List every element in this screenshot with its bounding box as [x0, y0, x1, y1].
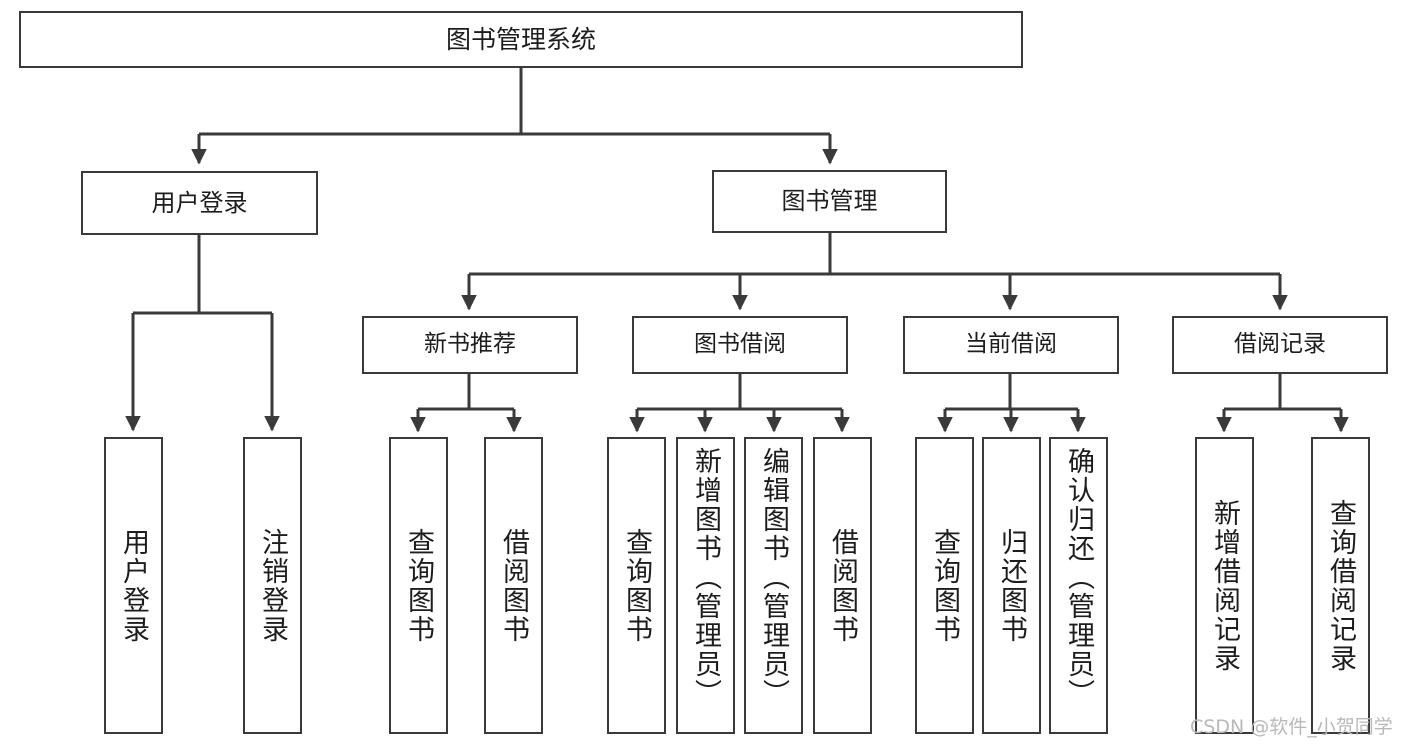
node-new-book-recommend[interactable]: 新书推荐	[362, 316, 578, 374]
leaf-borrow-query-book-label: 查询图书	[621, 527, 652, 644]
node-book-management[interactable]: 图书管理	[712, 170, 947, 233]
leaf-borrow-add-book[interactable]: 新增图书（管理员）	[676, 437, 735, 734]
leaf-borrow-add-book-label: 新增图书（管理员）	[690, 447, 721, 708]
leaf-user-logout-label: 注销登录	[257, 527, 288, 644]
leaf-borrow-edit-book[interactable]: 编辑图书（管理员）	[744, 437, 803, 734]
node-borrow-record-label: 借阅记录	[1234, 331, 1326, 358]
node-user-login-label: 用户登录	[151, 188, 248, 217]
leaf-current-return-book-label: 归还图书	[996, 527, 1027, 644]
leaf-borrow-query-book[interactable]: 查询图书	[607, 437, 666, 734]
leaf-current-confirm-return[interactable]: 确认归还（管理员）	[1049, 437, 1108, 734]
node-root[interactable]: 图书管理系统	[19, 11, 1023, 68]
leaf-borrow-borrow-book-label: 借阅图书	[827, 527, 858, 644]
node-book-borrow[interactable]: 图书借阅	[632, 316, 848, 374]
leaf-current-confirm-return-label: 确认归还（管理员）	[1063, 447, 1094, 708]
leaf-record-query[interactable]: 查询借阅记录	[1311, 437, 1370, 734]
leaf-record-add[interactable]: 新增借阅记录	[1195, 437, 1254, 734]
leaf-recommend-borrow-book-label: 借阅图书	[498, 527, 529, 644]
leaf-recommend-query-book-label: 查询图书	[403, 527, 434, 644]
leaf-record-query-label: 查询借阅记录	[1325, 498, 1356, 673]
leaf-borrow-edit-book-label: 编辑图书（管理员）	[758, 447, 789, 708]
node-root-label: 图书管理系统	[445, 24, 596, 54]
node-current-borrow[interactable]: 当前借阅	[903, 316, 1119, 374]
csdn-watermark: CSDN @软件_小贺同学	[1190, 716, 1393, 738]
leaf-user-login[interactable]: 用户登录	[104, 437, 163, 734]
leaf-user-logout[interactable]: 注销登录	[243, 437, 302, 734]
leaf-borrow-borrow-book[interactable]: 借阅图书	[813, 437, 872, 734]
leaf-current-query-book-label: 查询图书	[929, 527, 960, 644]
leaf-recommend-borrow-book[interactable]: 借阅图书	[484, 437, 543, 734]
node-borrow-record[interactable]: 借阅记录	[1172, 316, 1388, 374]
node-new-book-recommend-label: 新书推荐	[424, 331, 516, 358]
leaf-user-login-label: 用户登录	[118, 527, 149, 644]
leaf-record-add-label: 新增借阅记录	[1209, 498, 1240, 673]
node-user-login[interactable]: 用户登录	[81, 171, 318, 235]
node-current-borrow-label: 当前借阅	[965, 331, 1057, 358]
leaf-current-return-book[interactable]: 归还图书	[982, 437, 1041, 734]
node-book-borrow-label: 图书借阅	[694, 331, 786, 358]
leaf-current-query-book[interactable]: 查询图书	[915, 437, 974, 734]
leaf-recommend-query-book[interactable]: 查询图书	[389, 437, 448, 734]
node-book-management-label: 图书管理	[781, 187, 878, 216]
